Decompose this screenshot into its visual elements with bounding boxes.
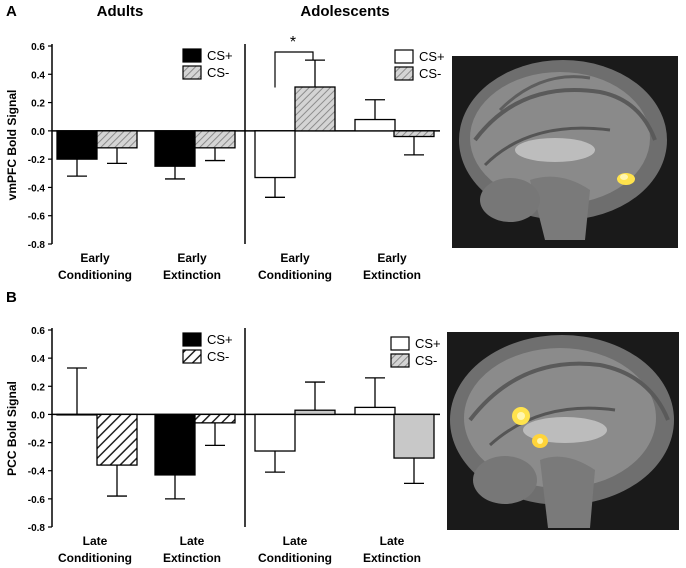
x-tick-label: Early bbox=[177, 251, 207, 265]
legend-swatch bbox=[394, 66, 414, 81]
x-tick-label: Late bbox=[180, 534, 205, 548]
legend-label: CS+ bbox=[207, 332, 233, 347]
bar bbox=[96, 130, 138, 149]
legend-label: CS- bbox=[207, 349, 229, 364]
y-tick-label: 0.4 bbox=[31, 70, 45, 81]
y-tick-label: -0.6 bbox=[28, 495, 46, 506]
legend-swatch bbox=[182, 65, 202, 80]
bar bbox=[96, 413, 138, 466]
y-tick-label: 0.2 bbox=[31, 382, 45, 393]
x-tick-label: Extinction bbox=[163, 551, 221, 565]
y-tick-label: -0.4 bbox=[28, 467, 46, 478]
group-title: Adults bbox=[97, 3, 144, 20]
y-tick-label: -0.8 bbox=[28, 523, 46, 534]
x-tick-label: Extinction bbox=[363, 551, 421, 565]
x-tick-label: Early bbox=[377, 251, 407, 265]
x-tick-label: Late bbox=[83, 534, 108, 548]
y-tick-label: 0.0 bbox=[31, 127, 45, 138]
y-tick-label: -0.2 bbox=[28, 155, 46, 166]
group-title: Adolescents bbox=[300, 3, 389, 20]
y-tick-label: 0.4 bbox=[31, 354, 45, 365]
bar bbox=[294, 409, 336, 416]
y-tick-label: -0.2 bbox=[28, 439, 46, 450]
bar bbox=[393, 413, 435, 459]
bar bbox=[56, 130, 98, 160]
legend-label: CS- bbox=[415, 353, 437, 368]
bar bbox=[154, 413, 196, 476]
bar bbox=[194, 413, 236, 424]
legend-swatch bbox=[182, 48, 202, 63]
y-tick-label: 0.2 bbox=[31, 99, 45, 110]
significance-bracket bbox=[274, 51, 314, 88]
bar bbox=[154, 130, 196, 167]
y-axis-title: vmPFC Bold Signal bbox=[5, 90, 19, 201]
x-tick-label: Conditioning bbox=[58, 268, 132, 282]
y-tick-label: -0.4 bbox=[28, 183, 46, 194]
brain-image-pcc bbox=[447, 332, 679, 530]
legend-swatch bbox=[182, 332, 202, 347]
panel-letter: A bbox=[6, 3, 17, 20]
legend-swatch bbox=[394, 49, 414, 64]
y-tick-label: -0.8 bbox=[28, 240, 46, 251]
x-tick-label: Conditioning bbox=[258, 551, 332, 565]
legend-swatch bbox=[182, 349, 202, 364]
legend-swatch bbox=[390, 336, 410, 351]
bar bbox=[254, 413, 296, 452]
brain-image-vmpfc bbox=[452, 56, 678, 248]
y-axis-title: PCC Bold Signal bbox=[5, 381, 19, 476]
legend-label: CS+ bbox=[207, 48, 233, 63]
x-tick-label: Late bbox=[283, 534, 308, 548]
x-tick-label: Extinction bbox=[163, 268, 221, 282]
y-tick-label: 0.6 bbox=[31, 326, 45, 337]
legend-label: CS+ bbox=[415, 336, 441, 351]
bar bbox=[254, 130, 296, 179]
bar bbox=[294, 86, 336, 132]
x-tick-label: Late bbox=[380, 534, 405, 548]
y-tick-label: -0.6 bbox=[28, 212, 46, 223]
x-tick-label: Early bbox=[280, 251, 310, 265]
y-tick-label: 0.0 bbox=[31, 410, 45, 421]
x-tick-label: Conditioning bbox=[58, 551, 132, 565]
legend-label: CS+ bbox=[419, 49, 445, 64]
y-tick-label: 0.6 bbox=[31, 42, 45, 53]
legend-label: CS- bbox=[419, 66, 441, 81]
bar bbox=[194, 130, 236, 149]
legend-swatch bbox=[390, 353, 410, 368]
bar bbox=[393, 130, 435, 138]
panel-letter: B bbox=[6, 289, 17, 306]
significance-marker: * bbox=[290, 34, 296, 51]
bar bbox=[354, 118, 396, 132]
x-tick-label: Early bbox=[80, 251, 110, 265]
legend-label: CS- bbox=[207, 65, 229, 80]
x-tick-label: Conditioning bbox=[258, 268, 332, 282]
x-tick-label: Extinction bbox=[363, 268, 421, 282]
bar bbox=[56, 413, 98, 416]
bar bbox=[354, 406, 396, 416]
